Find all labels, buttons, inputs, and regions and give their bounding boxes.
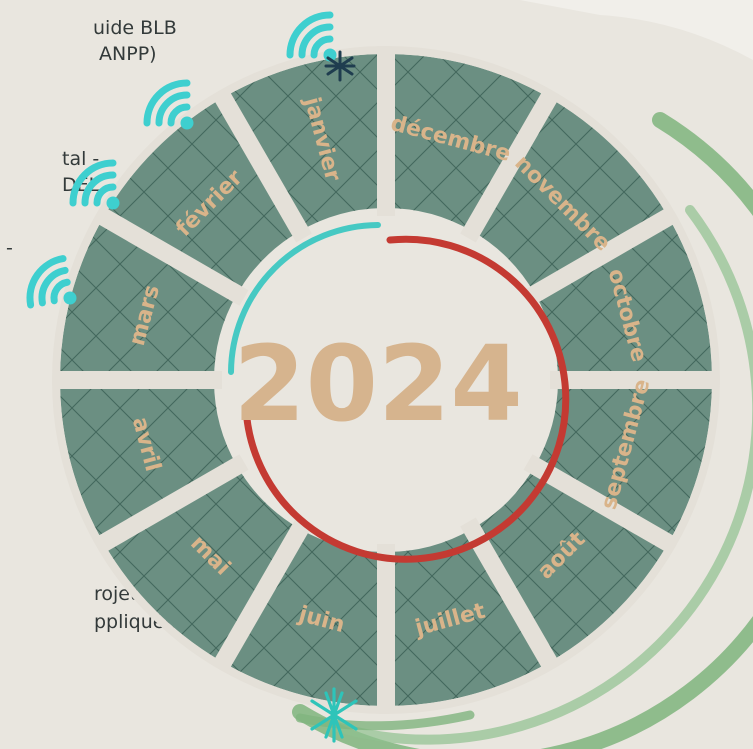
segment-hatch <box>223 54 386 232</box>
segment-hatch <box>386 528 549 706</box>
year-label: 2024 <box>233 323 522 445</box>
segment-gap <box>93 206 249 306</box>
segment-hatch <box>534 380 712 543</box>
wifi-signal-icon <box>286 11 337 62</box>
segment-gap <box>523 206 679 306</box>
wifi-signal-icon <box>26 255 77 309</box>
segment-gap <box>93 454 249 554</box>
side-text-3: tal - <box>62 148 100 170</box>
brush-ring <box>292 112 753 749</box>
center-disc <box>223 217 549 543</box>
segment-hatch <box>534 217 712 380</box>
teal-arc <box>228 222 381 375</box>
wifi-icons <box>26 11 337 309</box>
wifi-signal-icon <box>143 79 194 130</box>
segment-hatch <box>386 54 549 232</box>
segment-gap <box>460 517 560 673</box>
background-decor <box>520 0 753 60</box>
wifi-signal-icon <box>69 159 120 210</box>
segment-hatch <box>223 528 386 706</box>
outer-ring <box>52 46 720 714</box>
side-text-1: uide BLB <box>93 17 177 39</box>
star-icon <box>324 50 356 82</box>
segment-gap <box>212 87 312 243</box>
segment-gaps <box>54 48 718 712</box>
segment-hatch <box>60 217 238 380</box>
side-text-2: ANPP) <box>93 43 157 65</box>
segment-gap <box>212 517 312 673</box>
segment-gap <box>523 454 679 554</box>
segment-hatch <box>60 380 238 543</box>
star-icon <box>310 687 358 743</box>
side-text-5: - <box>6 237 13 259</box>
segment-gap <box>460 87 560 243</box>
red-arc <box>242 235 570 563</box>
